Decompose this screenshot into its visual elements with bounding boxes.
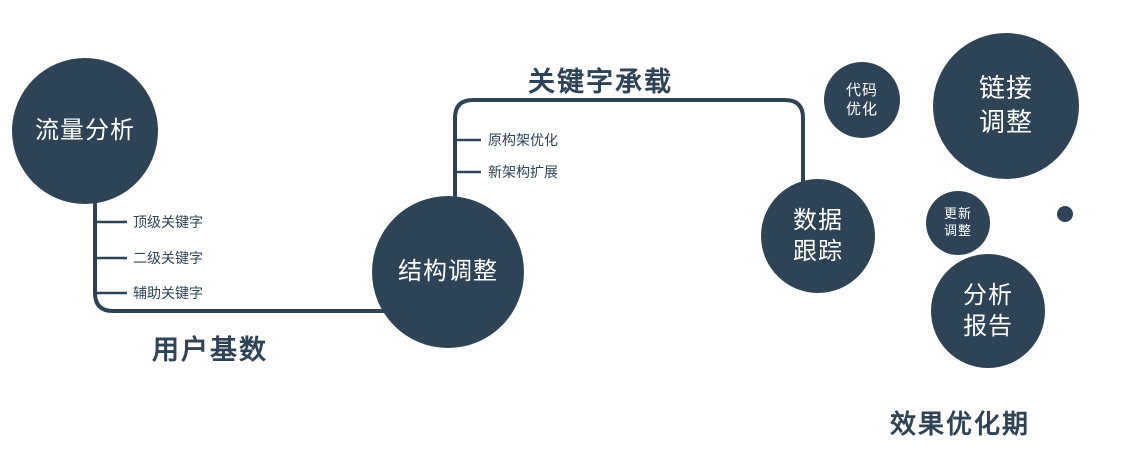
node-traffic-analysis: 流量分析 [12,58,158,204]
dot-marker [1057,206,1073,222]
edge-label-keyword-carrying: 关键字承载 [528,67,673,97]
node-code-optimization-line1: 代码 [845,81,878,99]
node-code-optimization-line2: 优化 [845,101,878,118]
node-code-optimization: 代码 优化 [824,62,900,138]
node-analysis-report-line1: 分析 [963,281,1013,309]
edge-structure-to-tracking [453,98,805,215]
node-link-adjustment-line2: 调整 [978,107,1033,137]
node-link-adjustment: 链接 调整 [933,33,1079,179]
caption-effect-optimization-period: 效果优化期 [890,409,1031,439]
node-structure-adjustment: 结构调整 [372,196,524,348]
branch-label-aux-keywords: 辅助关键字 [133,285,203,301]
node-structure-adjustment-label: 结构调整 [398,258,498,286]
node-data-tracking-line1: 数据 [793,206,843,234]
node-update-adjustment-line2: 调整 [943,223,972,238]
node-link-adjustment-line1: 链接 [978,73,1033,104]
node-analysis-report-line2: 报告 [963,313,1013,340]
branch-label-top-keywords: 顶级关键字 [133,214,203,230]
node-data-tracking-line2: 跟踪 [793,238,843,265]
node-update-adjustment: 更新 调整 [926,191,990,255]
node-analysis-report: 分析 报告 [931,254,1045,368]
branch-label-new-structure: 新架构扩展 [488,164,558,180]
edge-label-user-base: 用户基数 [152,335,268,365]
branch-label-second-keywords: 二级关键字 [133,250,203,266]
node-traffic-analysis-label: 流量分析 [35,117,135,145]
node-update-adjustment-line1: 更新 [943,206,972,222]
node-data-tracking: 数据 跟踪 [761,179,875,293]
branch-label-original-structure: 原构架优化 [488,132,558,148]
